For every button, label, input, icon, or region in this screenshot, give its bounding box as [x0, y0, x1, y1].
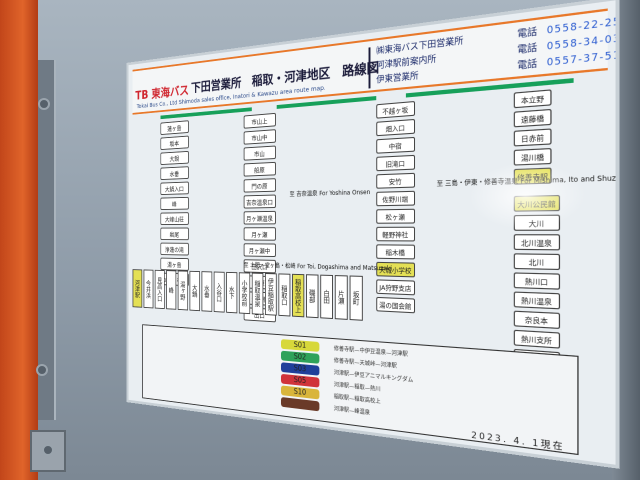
bus-stop: 月ヶ瀬中	[244, 243, 276, 257]
destination-note: 至 吉奈温泉 For Yoshina Onsen	[289, 187, 370, 198]
bus-stop: 吉奈温泉口	[244, 195, 276, 209]
route-code-badge	[281, 397, 319, 411]
bus-stop: 湯ヶ野	[178, 270, 188, 310]
route-code-badge: S01	[281, 339, 319, 352]
bus-stop: 浄蓮の滝	[160, 243, 188, 256]
bus-stop: 軽野神社	[376, 227, 414, 242]
bus-stop: 岩尾	[160, 228, 188, 241]
bottom-stop-row: 河津駅今井浜見高入口峰湯ヶ野大鍋水垂入谷口水下小学校前稲取温泉伊豆稲取駅稲取口稲…	[133, 269, 363, 321]
bus-stop: 稲取温泉	[252, 273, 264, 315]
bus-stop: 峰	[160, 197, 188, 210]
bus-stop: 安竹	[376, 173, 414, 189]
bus-stop: 船原	[244, 162, 276, 177]
route-map-sign: TB 東海バス 下田営業所 稲取・河津地区 路線図 Tokai Bus Co.,…	[127, 0, 620, 469]
bus-stop: 磯部	[306, 274, 318, 318]
bus-stop: 蓮ヶ島	[160, 120, 188, 135]
bus-stop: 小学校前	[239, 272, 250, 314]
bus-stop: 湯の国会館	[376, 297, 414, 313]
stop-column: 蓮ヶ島坂本大鍋水垂大鍋入口峰大峰山荘岩尾浄蓮の滝湯ヶ島かたつむり	[160, 120, 188, 286]
bus-stop: 不越ヶ坂	[376, 101, 414, 119]
bus-stop: 白田	[320, 275, 333, 319]
bus-stop: 今井浜	[144, 270, 154, 309]
bus-stop: 湯ヶ島	[160, 258, 188, 271]
bus-stop: 見高入口	[155, 270, 165, 309]
bus-stop: 峰	[166, 270, 176, 310]
bus-stop: JA狩野支店	[376, 279, 414, 295]
bus-stop: 月ヶ瀬温泉	[244, 211, 276, 225]
bus-stop: 旧滝口	[376, 155, 414, 171]
bus-stop: 畑入口	[376, 119, 414, 136]
tel-label: 電話	[517, 56, 537, 74]
bus-stop: 門の原	[244, 178, 276, 192]
bus-stop: 日赤前	[514, 128, 552, 146]
bus-stop: 大鍋入口	[160, 182, 188, 195]
bus-stop: 河津駅	[133, 269, 143, 308]
bus-stop: 熱川支所	[514, 330, 560, 349]
bus-stop: 本立野	[514, 89, 552, 108]
bus-stop: 入谷口	[214, 272, 225, 313]
bus-stop: 稲取高校上	[292, 274, 304, 318]
light-glare	[469, 159, 586, 230]
bus-stop: 北川温泉	[514, 234, 560, 250]
bus-stop: 坂本	[160, 136, 188, 150]
bus-stop: 稲取口	[278, 273, 290, 316]
bus-stop: 大峰山荘	[160, 212, 188, 225]
bus-stop: 坂町	[350, 275, 363, 320]
bus-stop: 片瀬	[335, 275, 348, 320]
bus-stop: 大鍋	[160, 151, 188, 165]
route-codes: S01S02S03S05S10	[281, 339, 319, 411]
bus-stop: 市山上	[244, 113, 276, 129]
orange-pole	[0, 0, 38, 480]
bolt-icon	[38, 98, 50, 110]
bus-stop: 佐野川端	[376, 191, 414, 206]
bus-stop: 市山中	[244, 129, 276, 144]
bolt-icon	[42, 444, 54, 456]
bus-stop: 熱川口	[514, 272, 560, 289]
frame-clip	[30, 430, 66, 472]
bolt-icon	[36, 364, 48, 376]
bus-stop: 松ヶ瀬	[376, 209, 414, 224]
bus-stop: 稲木橋	[376, 244, 414, 259]
bus-stop: 奈良本	[514, 311, 560, 329]
header-divider	[369, 47, 371, 88]
bus-stop: 水下	[226, 272, 237, 313]
bus-stop: 伊豆稲取駅	[265, 273, 277, 316]
bus-stop: 月ヶ瀬	[244, 227, 276, 240]
bus-stop: 水垂	[202, 271, 213, 312]
bus-stop: 大鍋	[190, 271, 200, 311]
bus-stop: 水垂	[160, 166, 188, 180]
bus-stop: 熱川温泉	[514, 292, 560, 310]
route-map: 蓮ヶ島坂本大鍋水垂大鍋入口峰大峰山荘岩尾浄蓮の滝湯ヶ島かたつむり 市山上市山中市…	[133, 75, 608, 348]
route-descriptions: 修善寺駅—中伊豆温泉—河津駅修善寺駅—天城峠—河津駅河津駅—伊豆アニマルキングダ…	[334, 343, 413, 425]
bus-stop: 中宿	[376, 137, 414, 154]
stop-column: 不越ヶ坂畑入口中宿旧滝口安竹佐野川端松ヶ瀬軽野神社稲木橋天城小学校JA狩野支店湯…	[376, 101, 414, 313]
bus-stop: 北川	[514, 253, 560, 270]
bus-stop: 市山	[244, 146, 276, 161]
bus-stop: 遠藤橋	[514, 109, 552, 128]
